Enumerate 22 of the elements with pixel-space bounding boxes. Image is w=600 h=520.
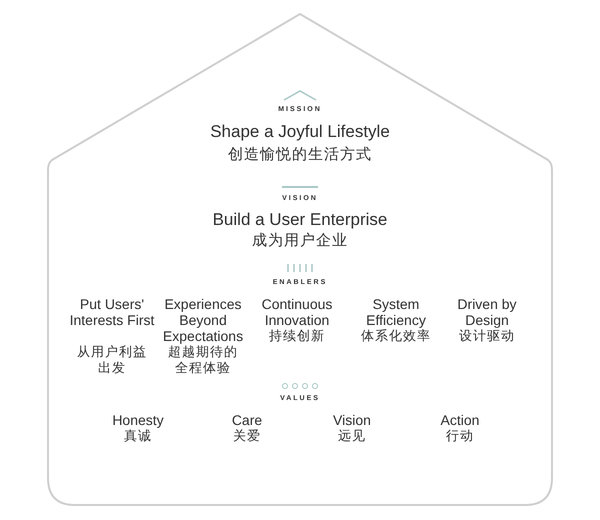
item-text: Driven by Design <box>456 296 518 328</box>
item-text: Action <box>440 412 480 428</box>
item-text: 设计驱动 <box>458 328 516 344</box>
item-text: System Efficiency <box>365 296 427 328</box>
item-text: Continuous Innovation <box>260 296 334 328</box>
item-text: 体系化效率 <box>360 328 432 344</box>
statement-text: 创造愉悦的生活方式 <box>227 145 373 165</box>
item-text: Experiences Beyond Expectations <box>162 296 244 344</box>
item-text: 关爱 <box>232 428 262 444</box>
item-text: Vision <box>332 412 372 428</box>
statement-text: Shape a Joyful Lifestyle <box>209 121 391 143</box>
item-text: 远见 <box>337 428 367 444</box>
item-text: 真诚 <box>123 428 153 444</box>
item-text: Care <box>230 412 264 428</box>
item-text: Put Users' Interests First <box>68 296 156 328</box>
statement-text: 成为用户企业 <box>251 231 349 251</box>
item-text: 行动 <box>445 428 475 444</box>
statement-text: Build a User Enterprise <box>212 209 388 231</box>
item-text: 从用户利益出发 <box>76 344 148 376</box>
item-text: 超越期待的全程体验 <box>167 344 239 376</box>
item-text: Honesty <box>111 412 165 428</box>
item-text: 持续创新 <box>268 328 326 344</box>
